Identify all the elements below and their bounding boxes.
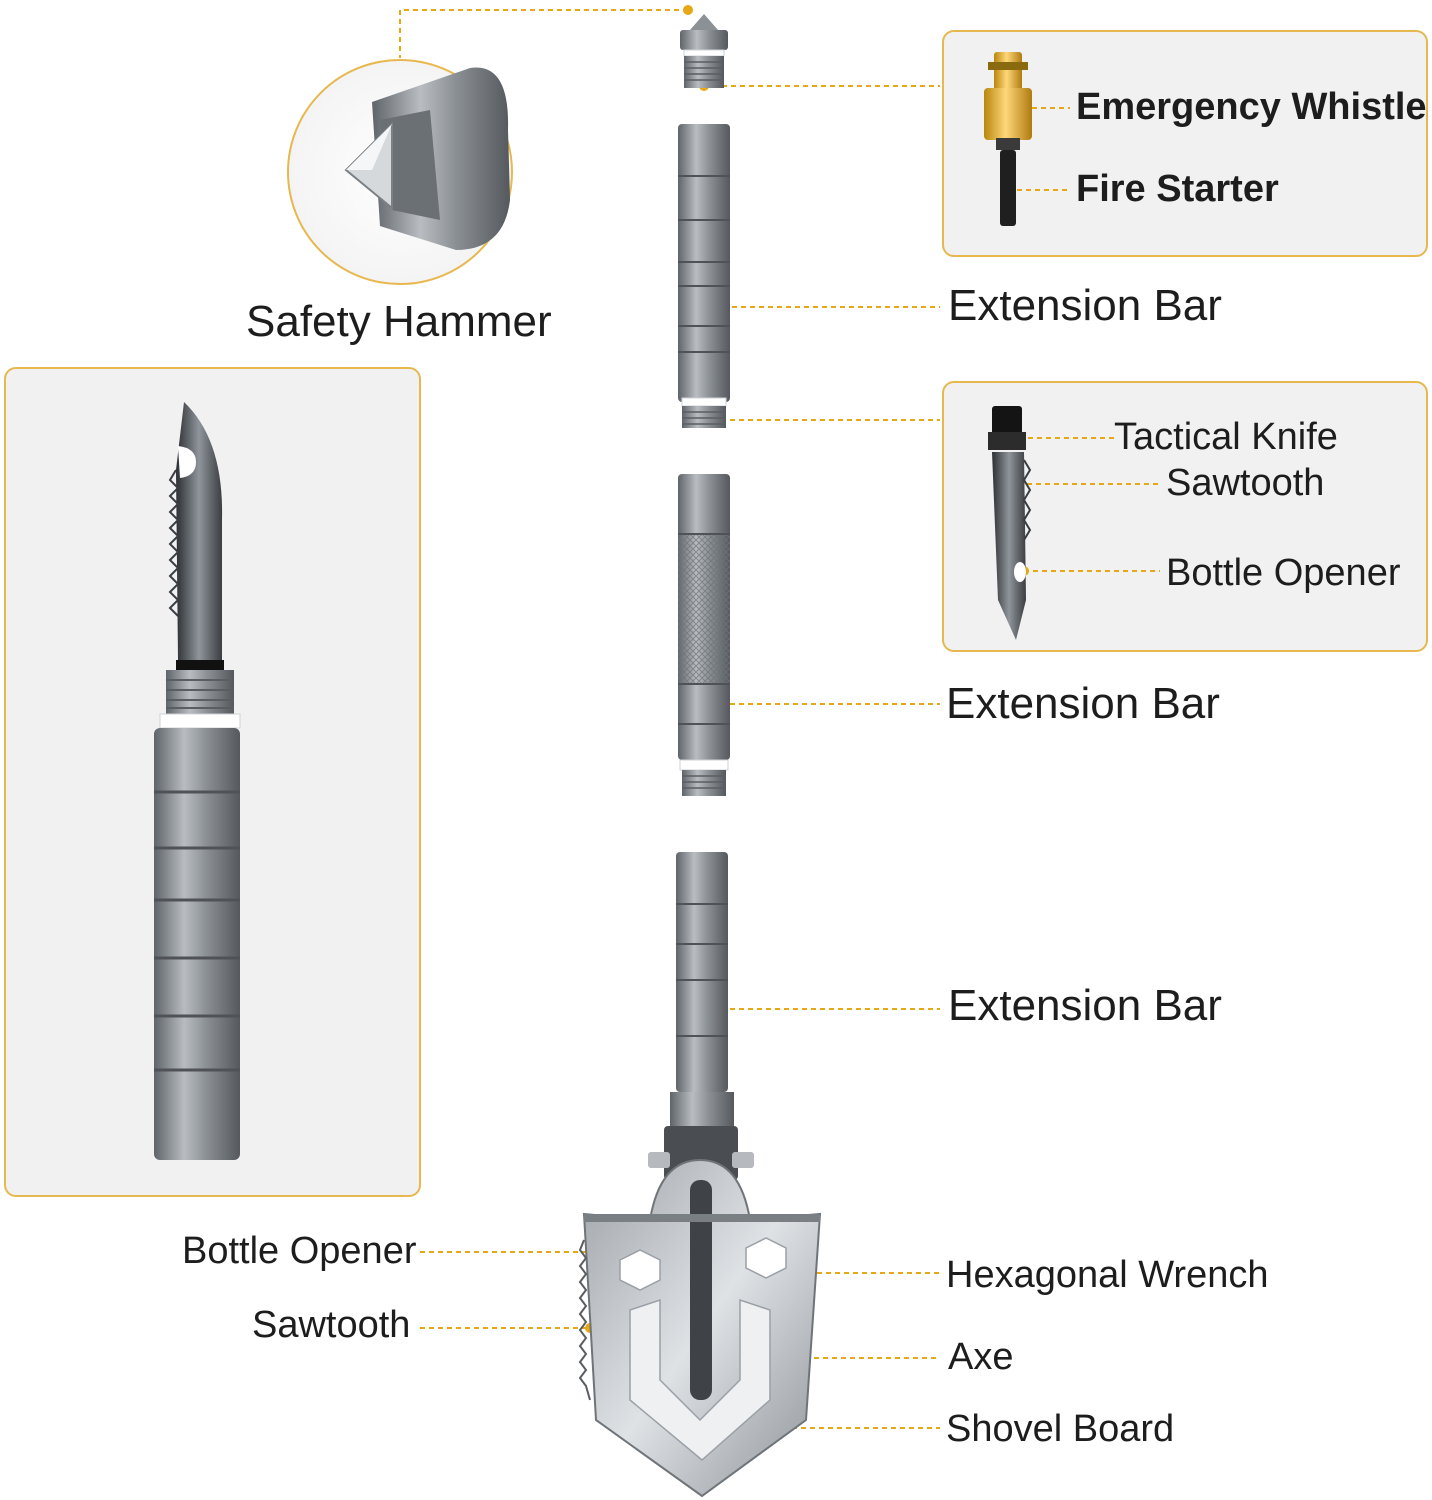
label-safety-hammer: Safety Hammer [246, 297, 552, 346]
hammer-cap [680, 14, 728, 88]
label-extension-bar-3: Extension Bar [948, 981, 1222, 1030]
extension-bar-1 [678, 124, 730, 428]
extension-bar-3 [670, 852, 734, 1126]
label-extension-bar-2: Extension Bar [946, 679, 1220, 728]
whistle-fire-starter [984, 52, 1032, 226]
label-extension-bar-1: Extension Bar [948, 281, 1222, 330]
tactical-knife [988, 406, 1032, 640]
label-tactical-knife: Tactical Knife [1114, 416, 1338, 458]
label-sawtooth-knife: Sawtooth [1166, 462, 1325, 504]
safety-hammer-magnifier [287, 59, 513, 285]
leader-lines [399, 9, 1160, 1429]
label-hexagonal-wrench: Hexagonal Wrench [946, 1254, 1269, 1296]
label-fire-starter: Fire Starter [1076, 168, 1279, 210]
knife-handle-closeup [154, 402, 241, 1160]
label-bottle-opener-knife: Bottle Opener [1166, 552, 1401, 594]
label-shovel-board: Shovel Board [946, 1408, 1175, 1450]
label-sawtooth-shovel: Sawtooth [252, 1304, 411, 1346]
label-axe: Axe [948, 1336, 1014, 1378]
label-bottle-opener-shovel: Bottle Opener [182, 1230, 417, 1272]
extension-bar-2 [678, 474, 730, 796]
label-emergency-whistle: Emergency Whistle [1076, 86, 1427, 128]
shovel [578, 1126, 822, 1498]
